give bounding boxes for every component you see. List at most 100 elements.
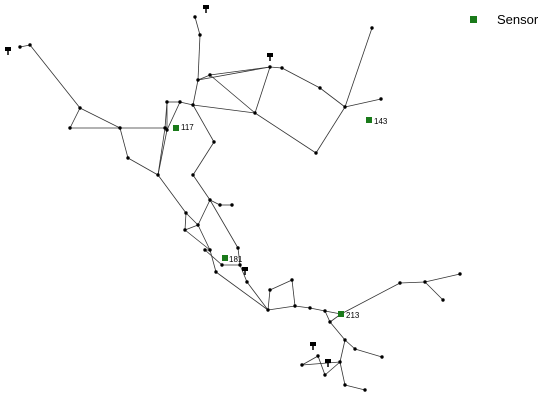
sensor-marker[interactable] (222, 255, 228, 261)
sensor-label: 213 (346, 311, 360, 320)
junction-node[interactable] (196, 78, 200, 82)
junction-node[interactable] (118, 126, 122, 130)
junction-node[interactable] (458, 272, 462, 276)
sensor-marker[interactable] (173, 125, 179, 131)
pipe-segment (399, 281, 426, 284)
pipe-segment (127, 157, 159, 176)
junction-node[interactable] (230, 203, 234, 207)
junction-node[interactable] (343, 383, 347, 387)
junction-node[interactable] (266, 308, 270, 312)
junction-node[interactable] (214, 270, 218, 274)
junction-node[interactable] (253, 111, 257, 115)
pipe-segment (294, 305, 311, 309)
junction-node[interactable] (370, 26, 374, 30)
junction-node[interactable] (165, 128, 169, 132)
junction-node[interactable] (126, 156, 130, 160)
junction-node[interactable] (193, 15, 197, 19)
pipe-segment (329, 321, 346, 341)
sensor-marker[interactable] (338, 311, 344, 317)
junction-node[interactable] (300, 363, 304, 367)
junction-node[interactable] (28, 43, 32, 47)
junction-node[interactable] (343, 105, 347, 109)
junction-node[interactable] (191, 103, 195, 107)
junction-node[interactable] (308, 306, 312, 310)
pipe-segment (344, 98, 382, 108)
junction-node[interactable] (423, 280, 427, 284)
junction-node[interactable] (318, 86, 322, 90)
tank-icon (242, 267, 248, 275)
sensor-markers: 117 143 181 213 (173, 117, 388, 320)
junction-node[interactable] (208, 198, 212, 202)
junction-node[interactable] (363, 388, 367, 392)
junction-node[interactable] (353, 347, 357, 351)
pipe-segment (254, 112, 317, 154)
junction-node[interactable] (245, 280, 249, 284)
junction-node[interactable] (314, 151, 318, 155)
junction-node[interactable] (268, 288, 272, 292)
pipe-segment (192, 104, 256, 114)
junction-node[interactable] (156, 173, 160, 177)
junction-node[interactable] (220, 263, 224, 267)
sensor-181[interactable]: 181 (222, 255, 243, 264)
pipe-segment (184, 229, 211, 251)
junction-node[interactable] (268, 65, 272, 69)
junction-node[interactable] (78, 106, 82, 110)
pipe-segment (192, 104, 215, 143)
pipe-segment (281, 67, 321, 89)
junction-node[interactable] (343, 338, 347, 342)
junction-node[interactable] (398, 281, 402, 285)
junction-node[interactable] (290, 278, 294, 282)
pipe-segment (209, 74, 256, 114)
sensor-117[interactable]: 117 (173, 123, 194, 132)
junction-node[interactable] (178, 100, 182, 104)
junction-node[interactable] (328, 320, 332, 324)
junction-node[interactable] (18, 45, 22, 49)
junction-node[interactable] (208, 73, 212, 77)
junction-node[interactable] (338, 360, 342, 364)
junction-node[interactable] (323, 373, 327, 377)
junction-node[interactable] (218, 203, 222, 207)
legend: Sensor (470, 12, 538, 27)
junction-node[interactable] (198, 33, 202, 37)
junction-node[interactable] (165, 100, 169, 104)
junction-node[interactable] (196, 223, 200, 227)
junction-node[interactable] (380, 355, 384, 359)
junction-node[interactable] (184, 211, 188, 215)
pipe-segment (324, 361, 341, 376)
junction-node[interactable] (280, 66, 284, 70)
pipe-segment (209, 249, 217, 273)
junction-node[interactable] (236, 246, 240, 250)
junction-node[interactable] (238, 263, 242, 267)
pipe-segment (267, 305, 296, 311)
sensor-143[interactable]: 143 (366, 117, 388, 126)
junction-node[interactable] (323, 309, 327, 313)
pipe-segment (324, 310, 331, 323)
junction-node[interactable] (191, 173, 195, 177)
pipe-segment (209, 66, 271, 76)
junction-node[interactable] (212, 140, 216, 144)
pipe-segment (197, 224, 211, 251)
legend-label: Sensor (497, 12, 539, 27)
junction-node[interactable] (203, 248, 207, 252)
pipe-segment (119, 127, 129, 159)
sensor-213[interactable]: 213 (338, 311, 360, 320)
sensor-marker[interactable] (366, 117, 372, 123)
junction-node[interactable] (68, 126, 72, 130)
sensor-label: 143 (374, 117, 388, 126)
reservoir-icon (5, 47, 11, 55)
pipe-segment (209, 199, 221, 206)
junction-node[interactable] (379, 97, 383, 101)
pipe-segment (339, 361, 346, 386)
pipe-segment (157, 174, 187, 214)
junction-node[interactable] (316, 354, 320, 358)
junction-node[interactable] (183, 228, 187, 232)
junction-node[interactable] (293, 304, 297, 308)
pipe-segment (339, 339, 346, 363)
junction-node[interactable] (441, 298, 445, 302)
pipe-segment (215, 271, 269, 311)
tank-icon (267, 53, 273, 61)
pipe-segment (69, 107, 81, 129)
pipe-segment (197, 34, 201, 81)
junction-node[interactable] (208, 248, 212, 252)
